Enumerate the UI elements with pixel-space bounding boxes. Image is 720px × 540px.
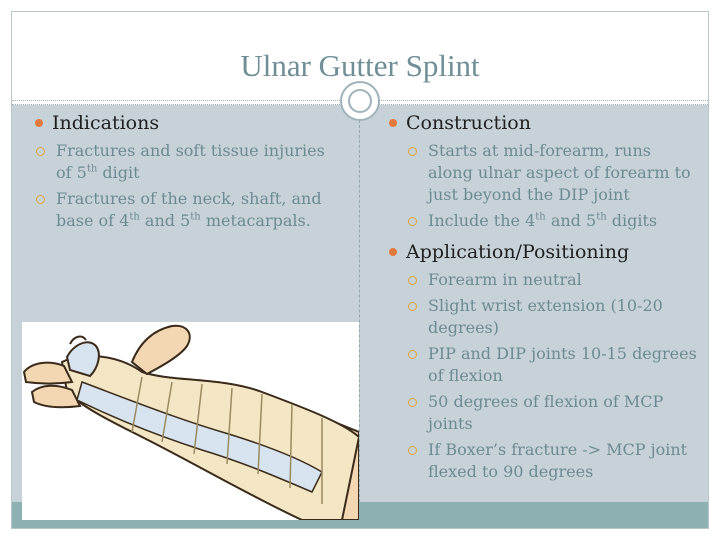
bullet-application-positioning: Application/Positioning bbox=[388, 241, 698, 264]
ring-bullet-icon bbox=[408, 302, 417, 311]
ring-bullet-icon bbox=[408, 276, 417, 285]
ring-bullet-icon bbox=[408, 147, 417, 156]
splinted-hand-illustration-icon bbox=[22, 322, 359, 520]
ring-bullet-icon bbox=[36, 195, 45, 204]
ring-bullet-icon bbox=[408, 446, 417, 455]
bullet-heading: Application/Positioning bbox=[406, 241, 630, 263]
bullet-indications: Indications bbox=[34, 112, 336, 135]
slide-title: Ulnar Gutter Splint bbox=[240, 48, 480, 83]
orange-dot-bullet-icon bbox=[389, 248, 397, 256]
ring-bullet-icon bbox=[408, 398, 417, 407]
bullet-construction: Construction bbox=[388, 112, 698, 135]
sub-bullet-item: Fractures and soft tissue injuries of 5t… bbox=[16, 140, 336, 184]
left-column: Indications Fractures and soft tissue in… bbox=[34, 112, 336, 236]
ring-bullet-icon bbox=[36, 147, 45, 156]
column-divider bbox=[359, 105, 360, 502]
orange-dot-bullet-icon bbox=[389, 119, 397, 127]
orange-dot-bullet-icon bbox=[35, 119, 43, 127]
sub-bullet-item: Include the 4th and 5th digits bbox=[388, 210, 698, 232]
bullet-heading: Construction bbox=[406, 112, 531, 134]
ring-bullet-icon bbox=[408, 350, 417, 359]
sub-bullet-item: Slight wrist extension (10-20 degrees) bbox=[388, 295, 698, 339]
sub-bullet-item: If Boxer’s fracture -> MCP joint flexed … bbox=[388, 439, 698, 483]
sub-bullet-item: PIP and DIP joints 10-15 degrees of flex… bbox=[388, 343, 698, 387]
ring-bullet-icon bbox=[408, 217, 417, 226]
sub-bullet-item: Forearm in neutral bbox=[388, 269, 698, 291]
sub-bullet-item: 50 degrees of flexion of MCP joints bbox=[388, 391, 698, 435]
sub-bullet-item: Fractures of the neck, shaft, and base o… bbox=[16, 188, 336, 232]
circle-ornament-icon bbox=[340, 81, 380, 121]
sub-bullet-item: Starts at mid-forearm, runs along ulnar … bbox=[388, 140, 698, 206]
right-column: Construction Starts at mid-forearm, runs… bbox=[388, 112, 698, 487]
bullet-heading: Indications bbox=[52, 112, 160, 134]
